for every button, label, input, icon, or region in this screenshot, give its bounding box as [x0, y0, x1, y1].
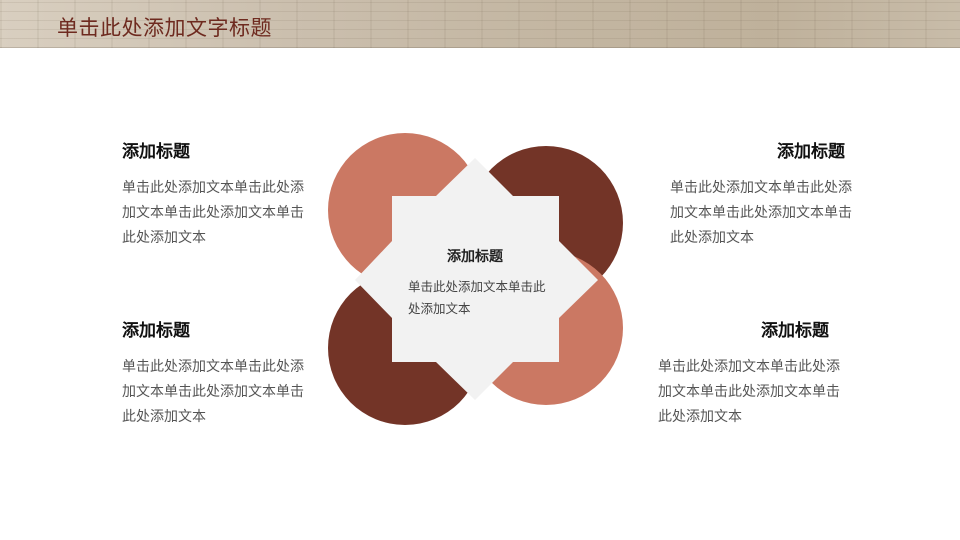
text-block-top-left: 添加标题 单击此处添加文本单击此处添加文本单击此处添加文本单击此处添加文本	[122, 137, 312, 251]
block-title[interactable]: 添加标题	[122, 321, 190, 341]
header-banner: 单击此处添加文字标题	[0, 0, 960, 48]
text-block-bottom-left: 添加标题 单击此处添加文本单击此处添加文本单击此处添加文本单击此处添加文本	[122, 316, 312, 430]
block-title[interactable]: 添加标题	[122, 142, 190, 162]
center-title[interactable]: 添加标题	[447, 249, 503, 265]
text-block-top-right: 添加标题 单击此处添加文本单击此处添加文本单击此处添加文本单击此处添加文本	[670, 137, 860, 251]
block-body[interactable]: 单击此处添加文本单击此处添加文本单击此处添加文本单击此处添加文本	[122, 359, 304, 425]
text-block-bottom-right: 添加标题 单击此处添加文本单击此处添加文本单击此处添加文本单击此处添加文本	[658, 316, 848, 430]
center-text-block: 添加标题 单击此处添加文本单击此处添加文本	[400, 246, 550, 320]
page-title[interactable]: 单击此处添加文字标题	[57, 16, 272, 40]
center-body[interactable]: 单击此处添加文本单击此处添加文本	[408, 279, 546, 316]
center-star	[355, 158, 598, 400]
block-title[interactable]: 添加标题	[761, 321, 829, 341]
block-body[interactable]: 单击此处添加文本单击此处添加文本单击此处添加文本单击此处添加文本	[122, 180, 304, 246]
block-body[interactable]: 单击此处添加文本单击此处添加文本单击此处添加文本单击此处添加文本	[658, 359, 840, 425]
block-title[interactable]: 添加标题	[777, 142, 845, 162]
block-body[interactable]: 单击此处添加文本单击此处添加文本单击此处添加文本单击此处添加文本	[670, 180, 852, 246]
